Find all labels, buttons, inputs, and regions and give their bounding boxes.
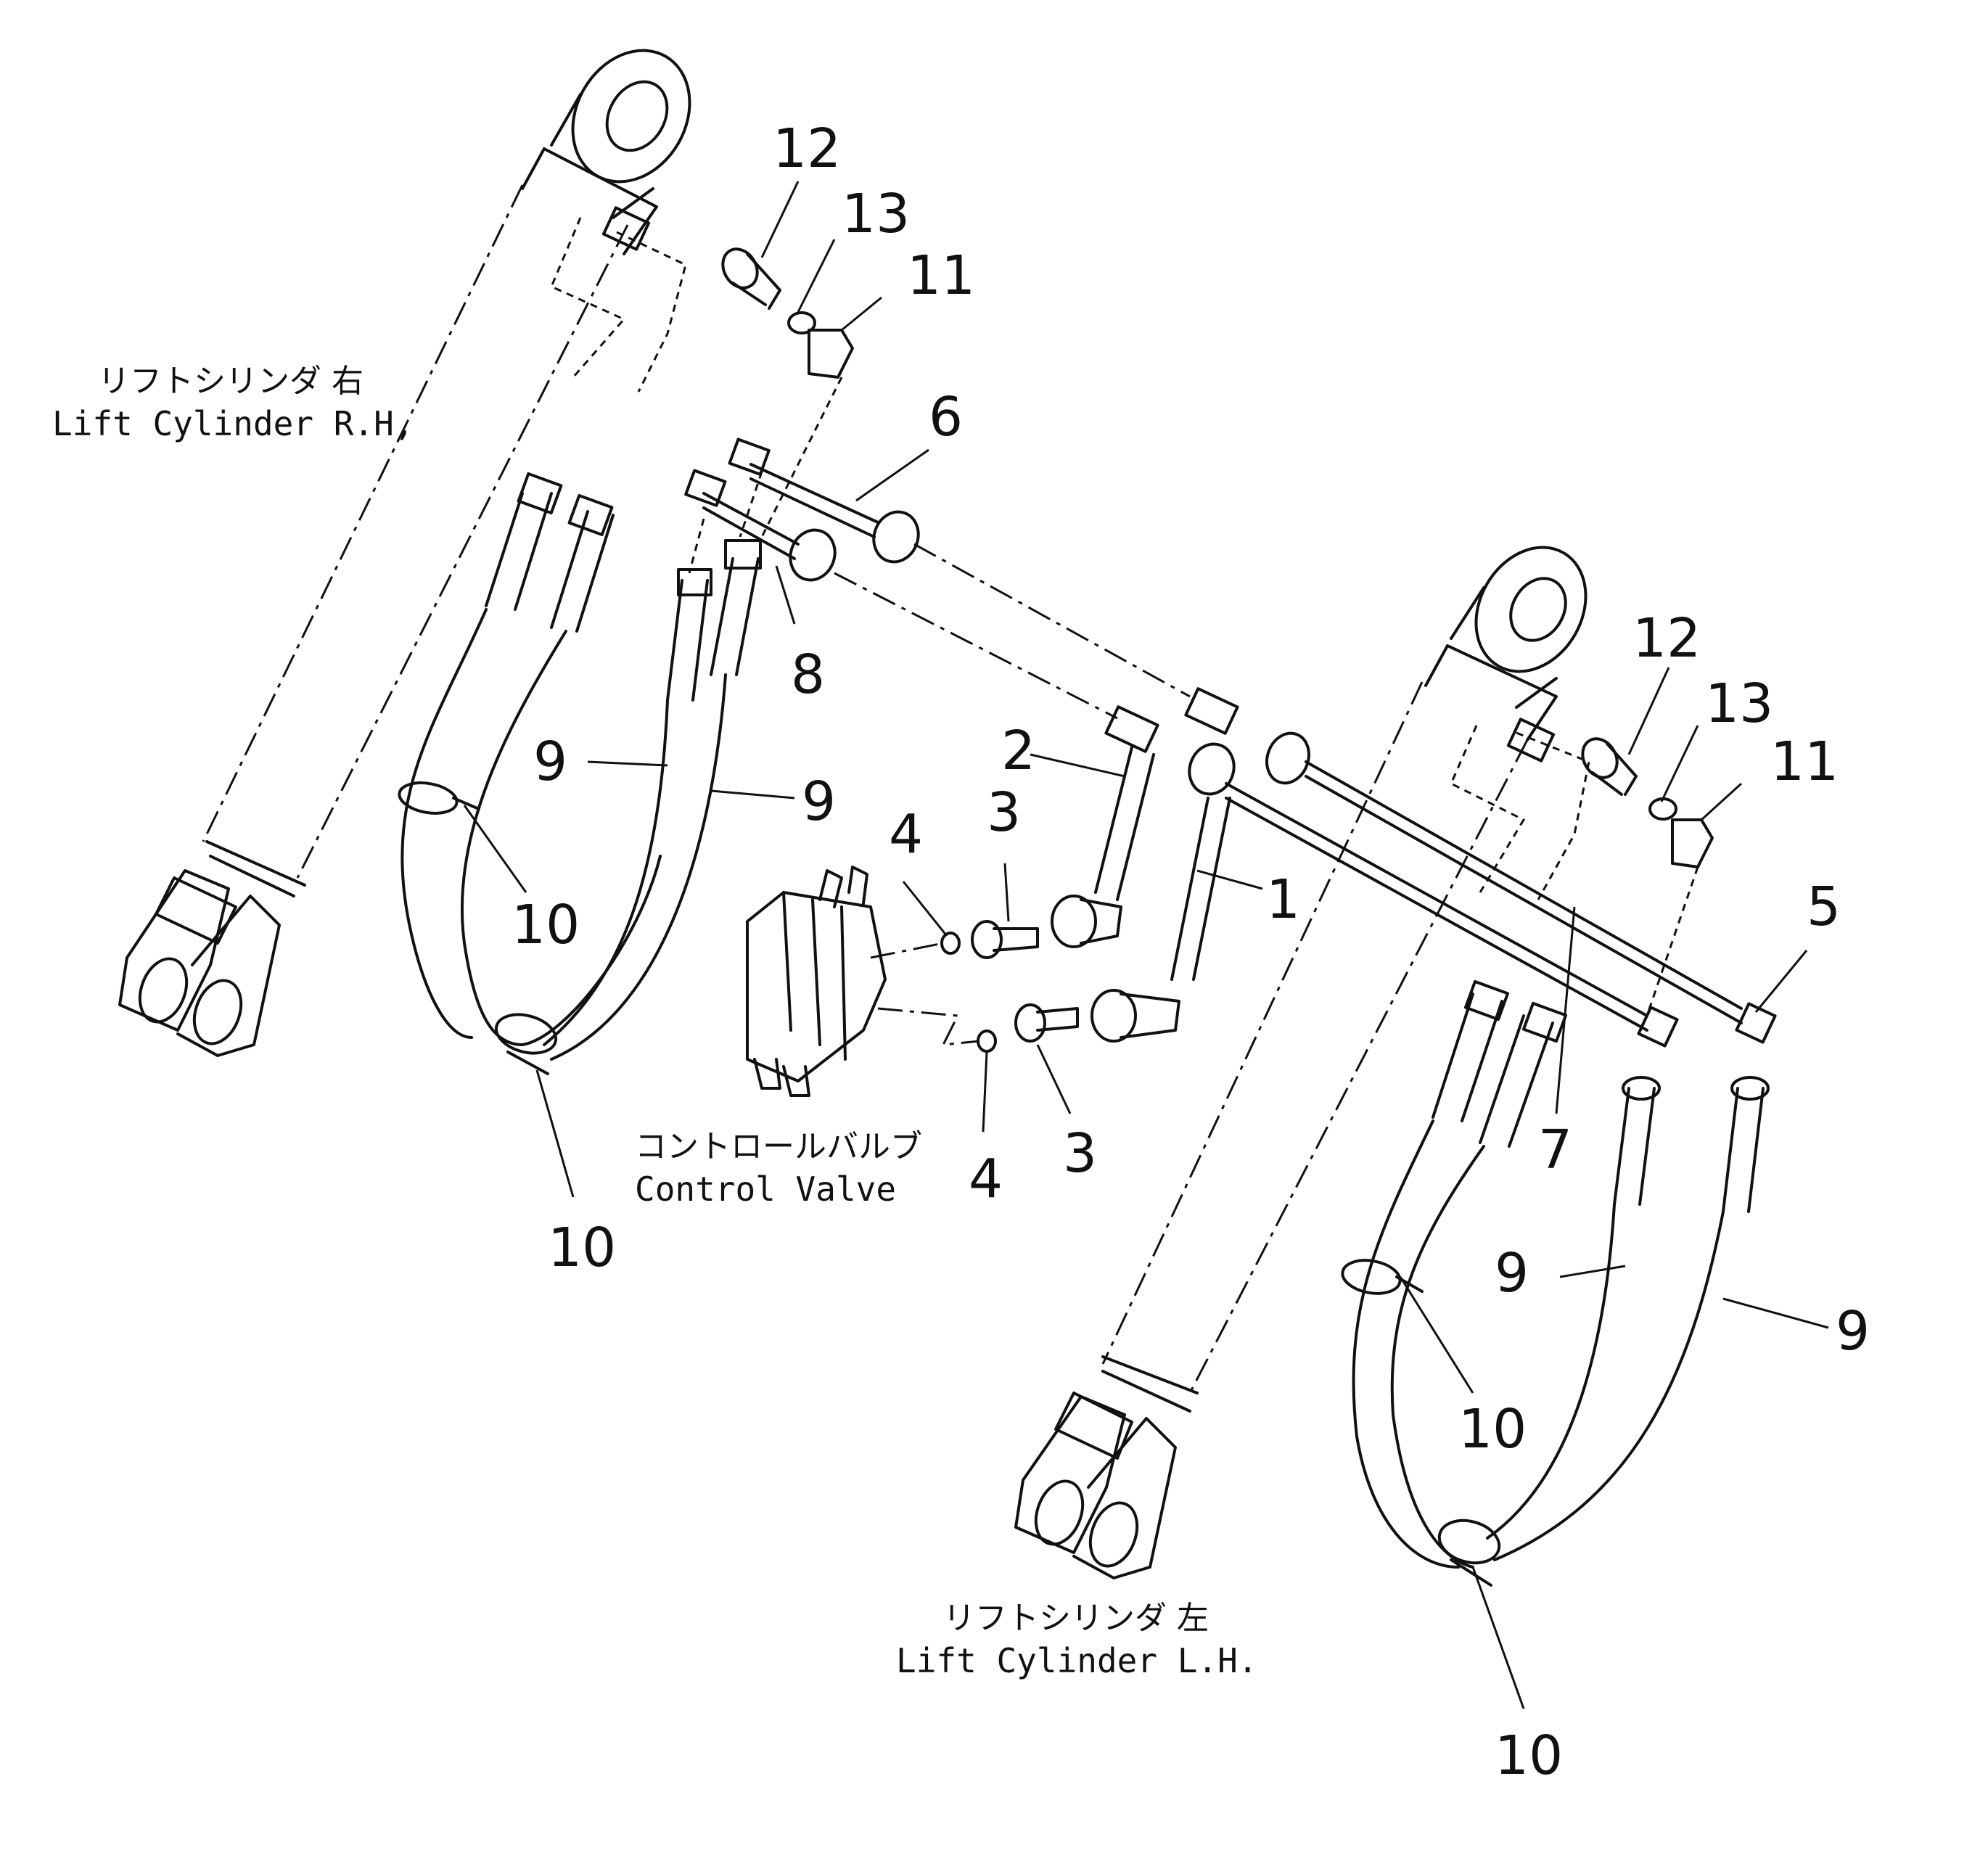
callout-10: 10 — [548, 1217, 616, 1279]
callout-8: 8 — [791, 644, 825, 706]
control-valve — [746, 866, 980, 1097]
callout-11: 11 — [907, 244, 975, 307]
callout-4: 4 — [969, 1148, 1003, 1210]
callout-13: 13 — [1705, 673, 1773, 735]
hoses-rh-cylinder — [398, 472, 662, 1075]
callout-9: 9 — [1836, 1300, 1870, 1363]
lift-cylinder-lh — [1014, 546, 1590, 1579]
callout-1: 1 — [1266, 868, 1300, 931]
hoses-middle — [543, 471, 763, 1061]
bolt-washer-clamp-right — [1581, 737, 1714, 1016]
callout-9: 9 — [1495, 1242, 1529, 1304]
callout-2: 2 — [1001, 720, 1035, 782]
leader-lines — [463, 181, 1829, 1709]
callout-13: 13 — [842, 183, 910, 245]
callout-3: 3 — [987, 781, 1021, 844]
pipes-6-8 — [684, 437, 1191, 720]
caption-rh-en: Lift Cylinder R.H, — [52, 404, 414, 443]
callout-12: 12 — [773, 118, 841, 180]
hoses-lh-cylinder — [1341, 979, 1770, 1587]
callout-9: 9 — [802, 770, 836, 833]
callout-11: 11 — [1770, 731, 1839, 793]
callout-9: 9 — [533, 731, 567, 793]
caption-lh-en: Lift Cylinder L.H. — [896, 1641, 1258, 1680]
callout-4: 4 — [889, 803, 923, 866]
lift-cylinder-rh — [118, 49, 691, 1057]
callout-5: 5 — [1807, 876, 1841, 938]
caption-control-valve-en: Control Valve — [635, 1170, 896, 1209]
caption-lh-jp: リフトシリンダ 左 — [943, 1600, 1209, 1637]
callout-10: 10 — [512, 894, 580, 956]
callout-12: 12 — [1632, 607, 1701, 670]
callout-3: 3 — [1063, 1122, 1097, 1185]
bolt-washer-clamp-top — [721, 247, 854, 538]
callout-10: 10 — [1458, 1398, 1527, 1460]
pipes-1-2-fittings — [940, 687, 1777, 1053]
caption-rh-jp: リフトシリンダ 右 — [98, 363, 363, 400]
callout-10: 10 — [1495, 1725, 1563, 1787]
callout-6: 6 — [929, 386, 963, 448]
caption-control-valve-jp: コントロールバルブ — [635, 1128, 922, 1165]
callout-7: 7 — [1538, 1119, 1572, 1181]
